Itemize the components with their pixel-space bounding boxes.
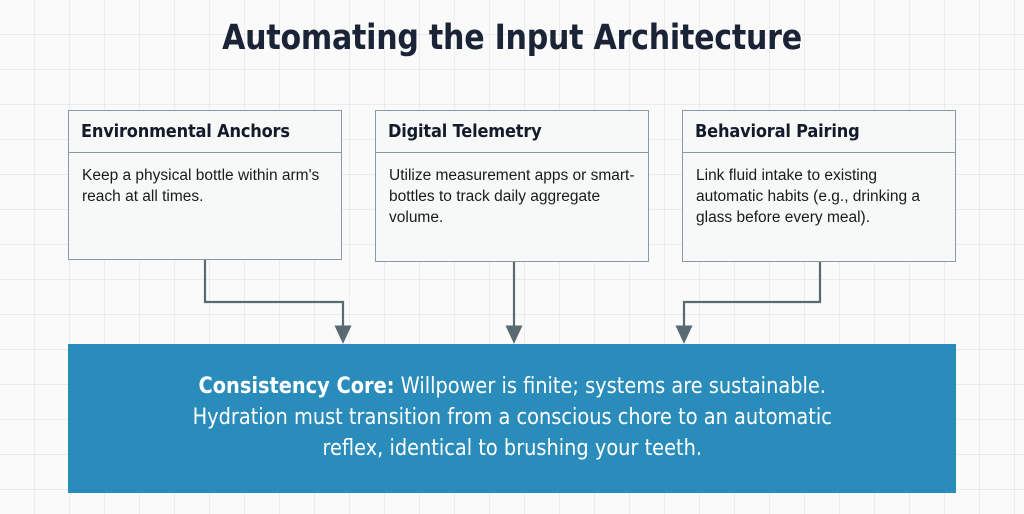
card-body: Link fluid intake to existing automatic … [683,153,955,238]
card-header: Digital Telemetry [376,111,648,153]
card-body-text: Keep a physical bottle within arm's reac… [82,167,320,205]
connector-card-3-to-banner [675,262,822,344]
card-header: Behavioral Pairing [683,111,955,153]
consistency-core-banner: Consistency Core: Willpower is finite; s… [68,344,956,493]
connector-card-1-to-banner [203,260,352,344]
card-body-text: Link fluid intake to existing automatic … [696,167,921,226]
card-header-label: Behavioral Pairing [695,121,860,142]
banner-line-3: reflex, identical to brushing your teeth… [322,436,702,461]
banner-line-2: Hydration must transition from a conscio… [192,405,832,430]
card-body-text: Utilize measurement apps or smart-bottle… [389,167,635,226]
page-title: Automating the Input Architecture [222,18,802,58]
card-behavioral-pairing[interactable]: Behavioral Pairing Link fluid intake to … [682,110,956,262]
card-body: Utilize measurement apps or smart-bottle… [376,153,648,238]
card-header: Environmental Anchors [69,111,341,153]
card-header-label: Environmental Anchors [81,121,290,142]
card-digital-telemetry[interactable]: Digital Telemetry Utilize measurement ap… [375,110,649,262]
card-environmental-anchors[interactable]: Environmental Anchors Keep a physical bo… [68,110,342,260]
card-header-label: Digital Telemetry [388,121,542,142]
banner-text: Consistency Core: Willpower is finite; s… [192,371,831,466]
card-body: Keep a physical bottle within arm's reac… [69,153,341,217]
banner-line-1-rest: Willpower is finite; systems are sustain… [394,374,826,399]
banner-lead-label: Consistency Core: [198,374,395,399]
